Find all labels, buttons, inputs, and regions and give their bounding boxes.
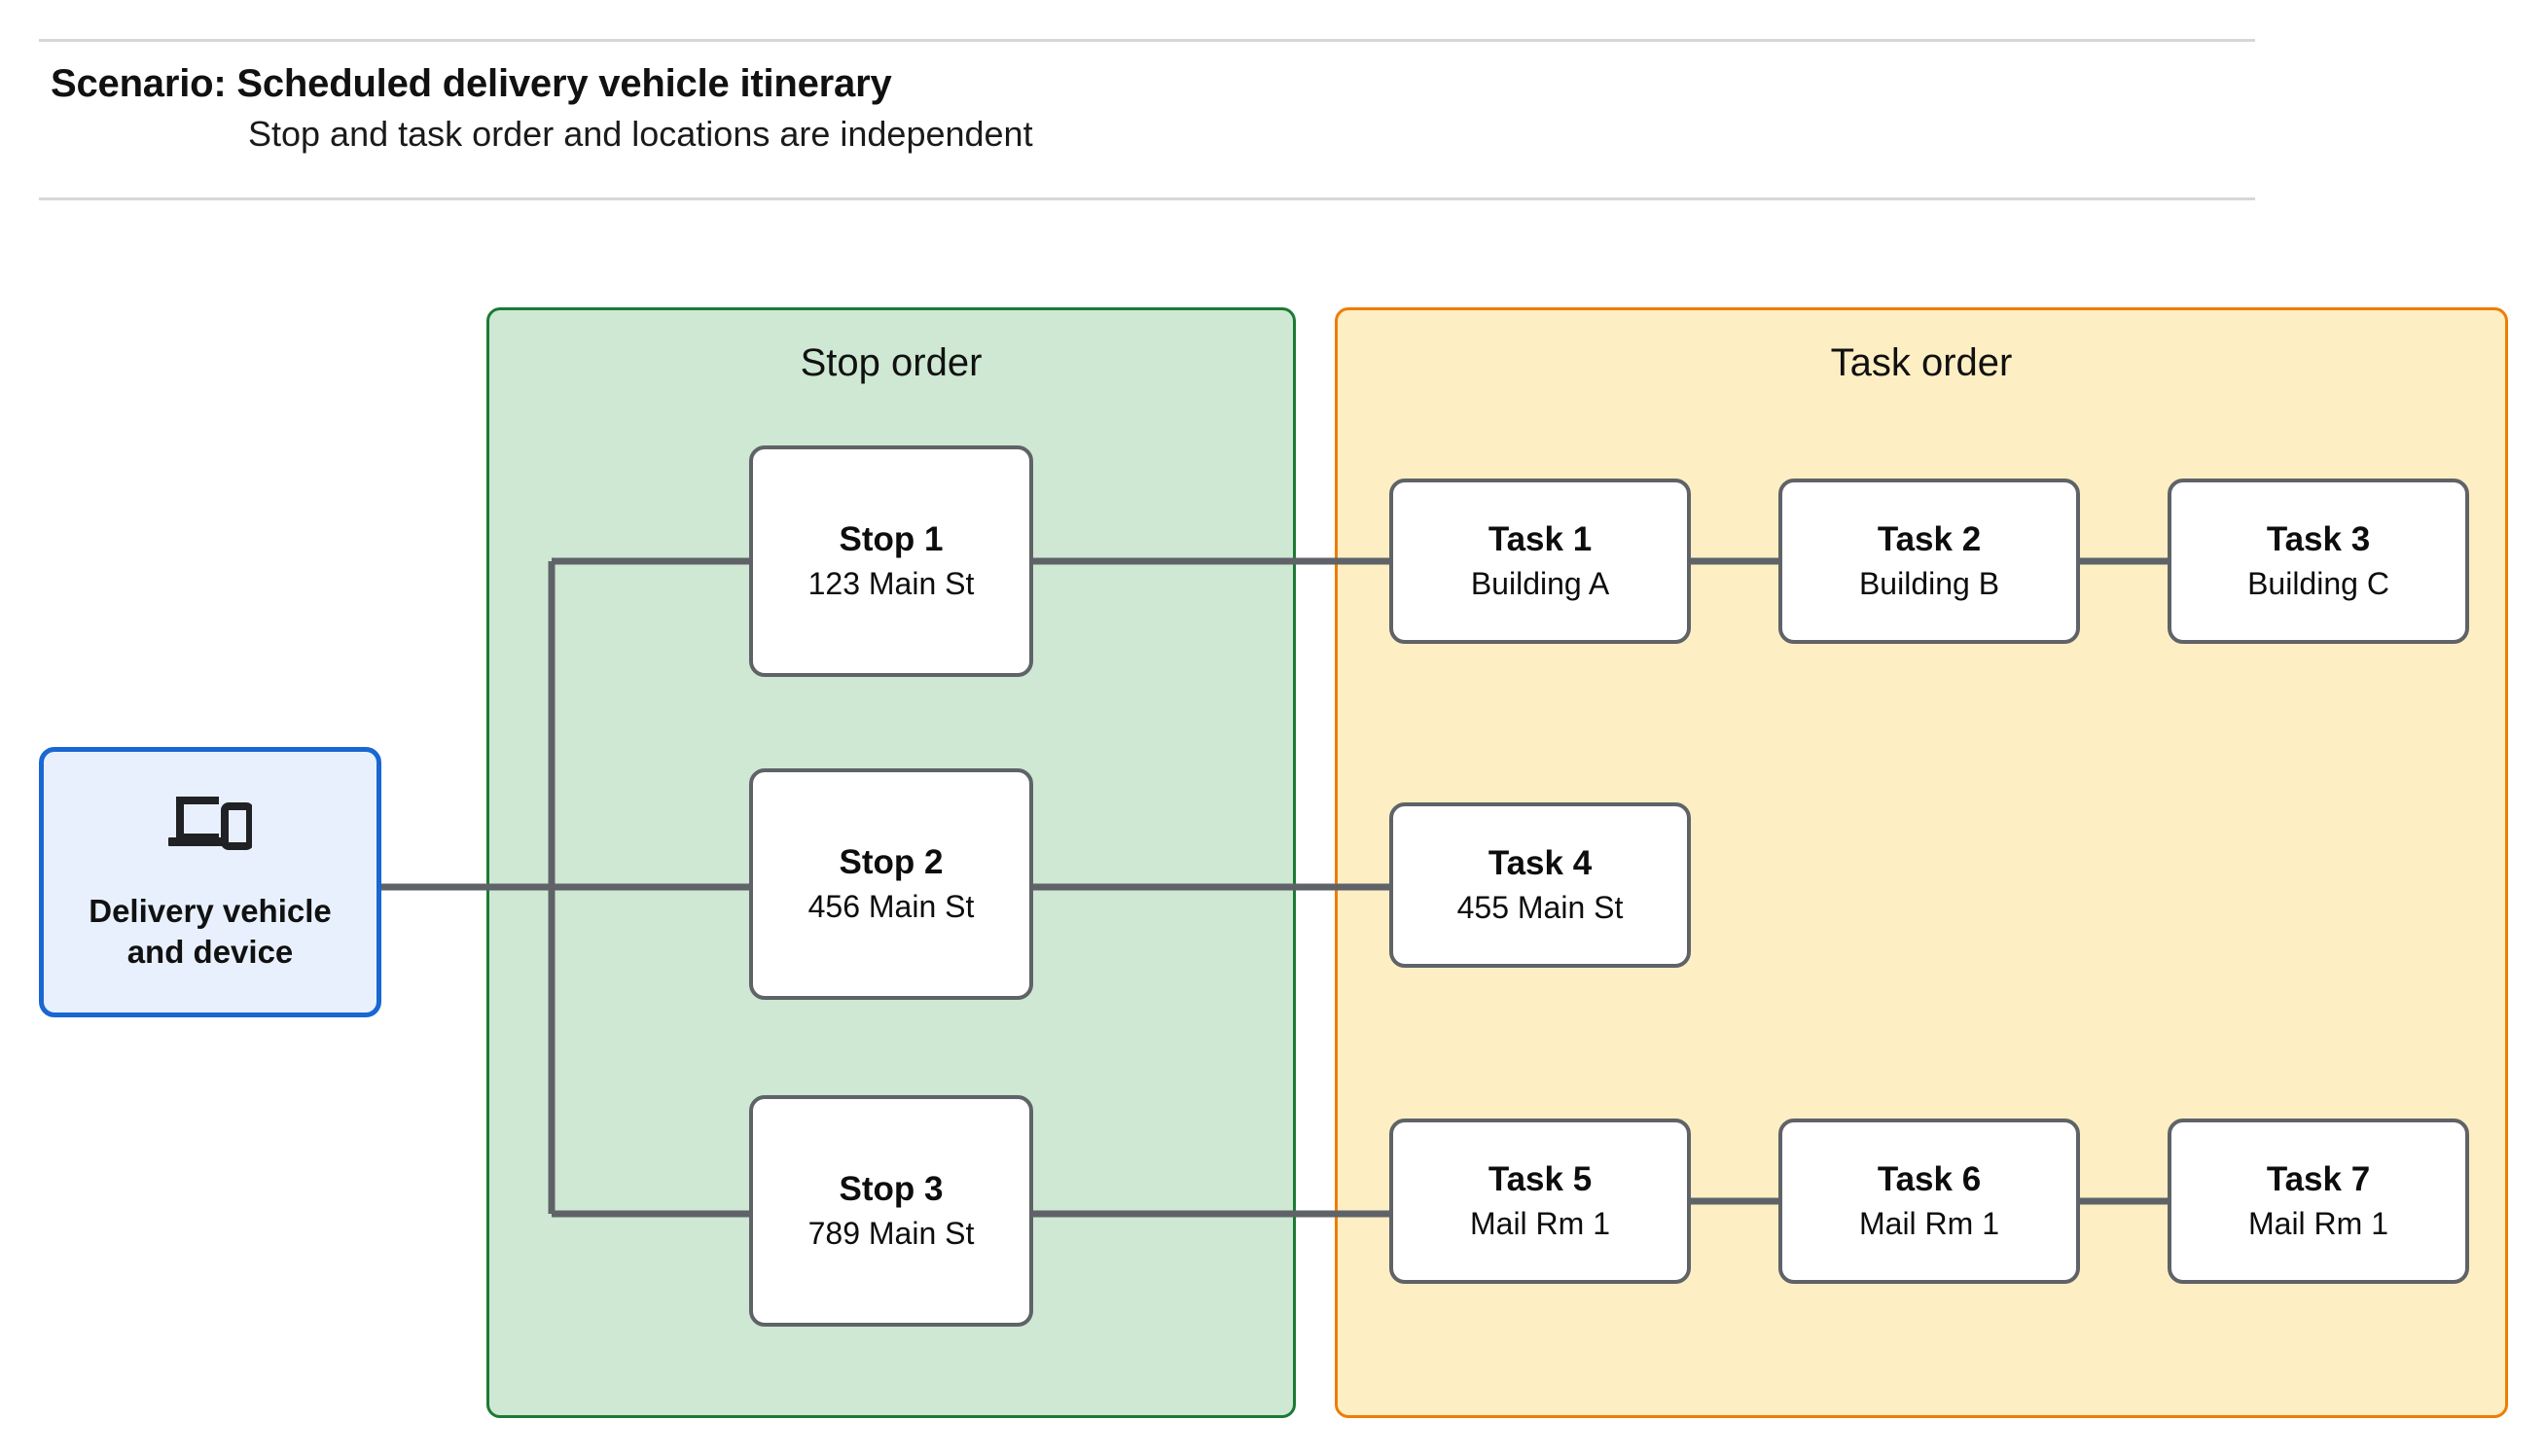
task-node-title: Task 7 <box>2266 1159 2371 1198</box>
stop-order-title: Stop order <box>800 341 983 384</box>
task-node-5[interactable]: Task 5 Mail Rm 1 <box>1389 1119 1691 1284</box>
stop-node-address: 789 Main St <box>807 1215 975 1251</box>
task-node-title: Task 3 <box>2266 519 2371 558</box>
task-node-location: Building A <box>1470 565 1610 601</box>
header-divider-bottom <box>39 197 2255 200</box>
stop-node-1[interactable]: Stop 1 123 Main St <box>749 445 1033 677</box>
task-node-location: Mail Rm 1 <box>2247 1205 2388 1241</box>
task-node-title: Task 1 <box>1488 519 1593 558</box>
page-subtitle: Stop and task order and locations are in… <box>248 114 1033 154</box>
stop-node-address: 123 Main St <box>807 565 975 601</box>
delivery-vehicle-card[interactable]: Delivery vehicle and device <box>39 747 381 1017</box>
task-node-location: Building C <box>2247 565 2389 601</box>
task-node-1[interactable]: Task 1 Building A <box>1389 479 1691 644</box>
task-node-6[interactable]: Task 6 Mail Rm 1 <box>1778 1119 2080 1284</box>
delivery-vehicle-label: Delivery vehicle and device <box>89 893 332 970</box>
task-node-4[interactable]: Task 4 455 Main St <box>1389 802 1691 968</box>
task-node-title: Task 4 <box>1488 843 1593 882</box>
devices-icon <box>168 793 254 858</box>
task-node-title: Task 6 <box>1877 1159 1982 1198</box>
stop-node-title: Stop 2 <box>839 842 944 881</box>
stop-node-title: Stop 3 <box>839 1169 944 1208</box>
task-node-title: Task 5 <box>1488 1159 1593 1198</box>
task-node-location: Building B <box>1858 565 2000 601</box>
page-title: Scenario: Scheduled delivery vehicle iti… <box>51 62 892 105</box>
task-node-location: 455 Main St <box>1456 889 1624 925</box>
task-node-location: Mail Rm 1 <box>1858 1205 1999 1241</box>
task-node-2[interactable]: Task 2 Building B <box>1778 479 2080 644</box>
stop-node-title: Stop 1 <box>839 519 944 558</box>
header-divider-top <box>39 39 2255 42</box>
stop-node-address: 456 Main St <box>807 888 975 924</box>
task-order-title: Task order <box>1830 341 2013 384</box>
task-node-title: Task 2 <box>1877 519 1982 558</box>
stop-node-3[interactable]: Stop 3 789 Main St <box>749 1095 1033 1327</box>
stop-node-2[interactable]: Stop 2 456 Main St <box>749 768 1033 1000</box>
task-node-3[interactable]: Task 3 Building C <box>2168 479 2469 644</box>
task-node-location: Mail Rm 1 <box>1469 1205 1610 1241</box>
task-node-7[interactable]: Task 7 Mail Rm 1 <box>2168 1119 2469 1284</box>
